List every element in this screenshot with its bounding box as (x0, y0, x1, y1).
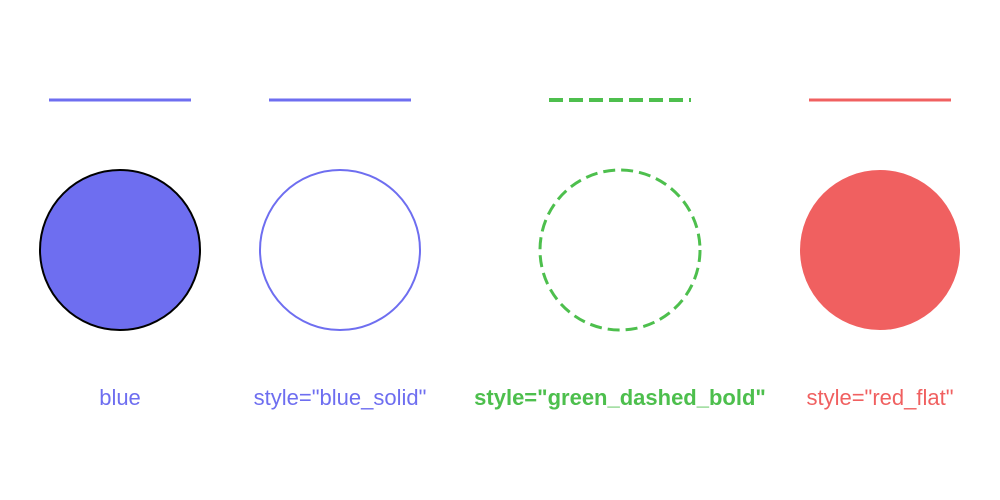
sample-label-blue-solid: style="blue_solid" (253, 385, 427, 410)
style-circle-green-dashed-bold (538, 168, 702, 332)
sample-label-blue: blue (99, 385, 141, 410)
sample-label-green-dashed-bold: style="green_dashed_bold" (474, 385, 766, 410)
style-circle-blue (39, 169, 201, 331)
style-circle-red-flat (800, 170, 960, 330)
sample-label-red-flat: style="red_flat" (806, 385, 954, 410)
style-circle-blue-solid (259, 169, 421, 331)
